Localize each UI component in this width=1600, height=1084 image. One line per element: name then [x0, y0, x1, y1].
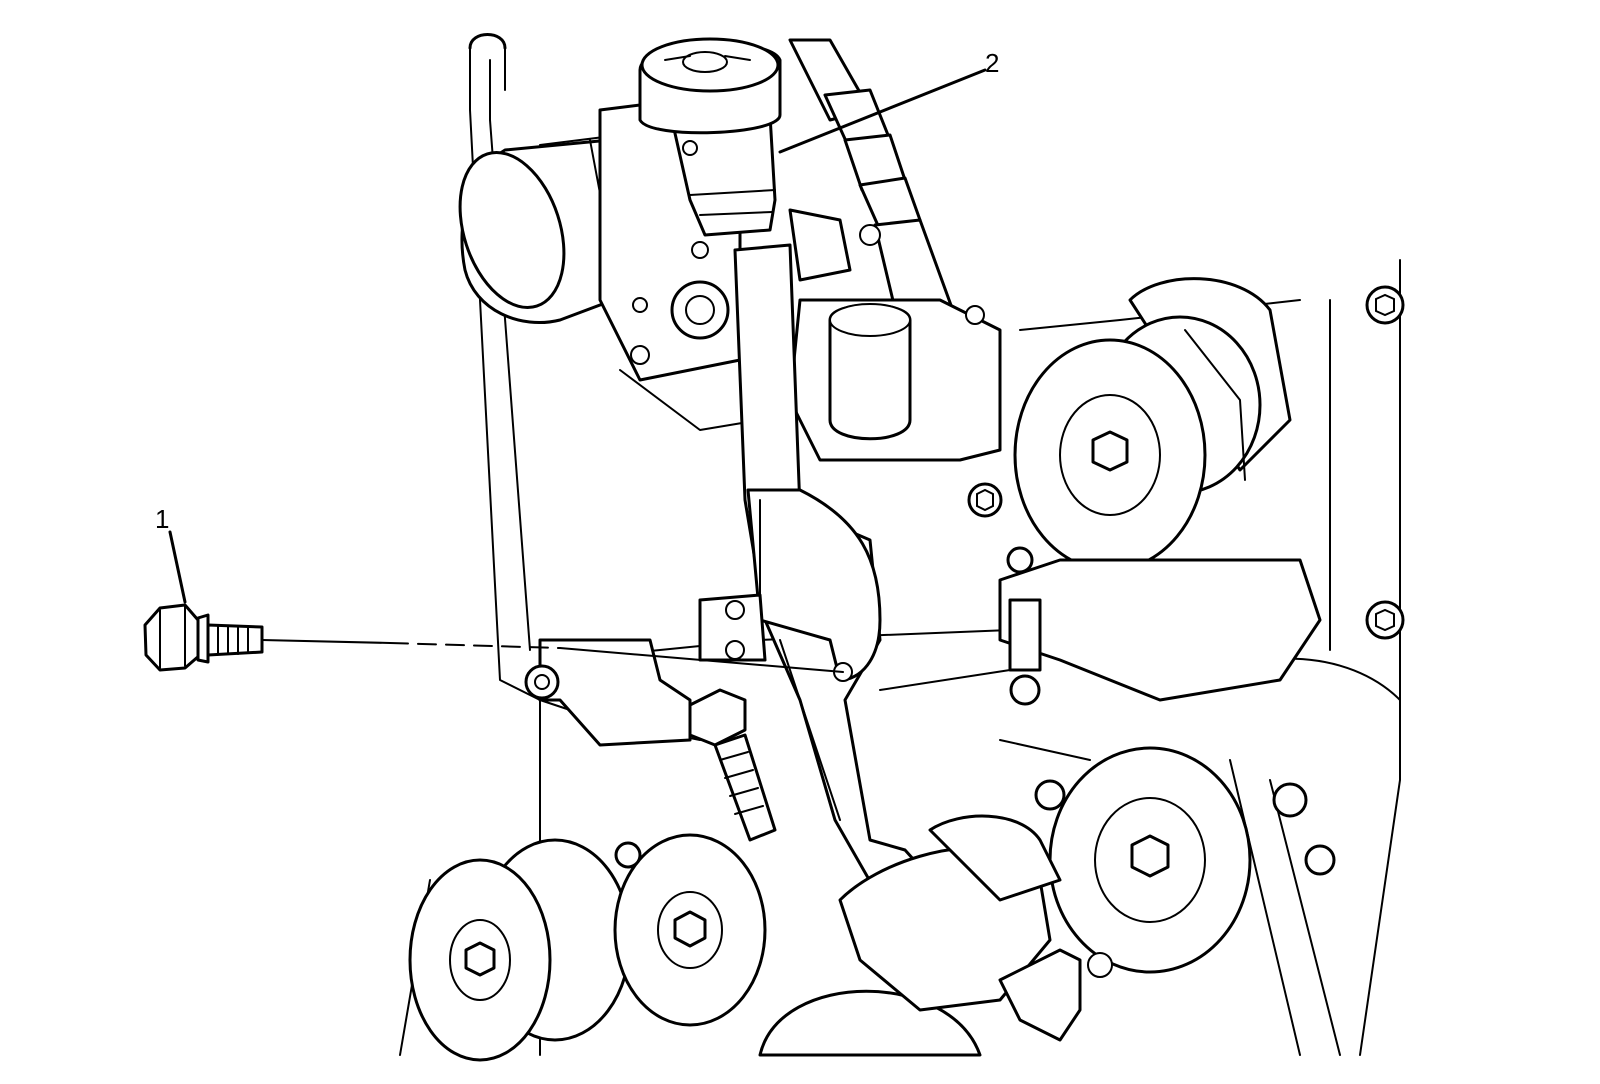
bolt-1	[143, 603, 264, 672]
bracket	[524, 593, 767, 747]
idler-pulley-lower	[999, 739, 1252, 974]
lower-left-pulleys	[408, 833, 982, 1062]
idler-pulley-upper	[1013, 277, 1292, 572]
callout-label-2: 2	[985, 48, 999, 78]
thermostat-housing	[788, 208, 1002, 462]
callout-label-1: 1	[155, 504, 169, 534]
lower-hose	[838, 814, 1113, 1042]
tube-callout-2: 2	[778, 48, 999, 154]
oil-filter	[458, 98, 761, 431]
oil-fill-tube	[638, 37, 952, 917]
center-bolt	[688, 688, 777, 842]
accessory-bracket	[967, 285, 1405, 876]
bolt-callout-1: 1	[143, 504, 844, 673]
